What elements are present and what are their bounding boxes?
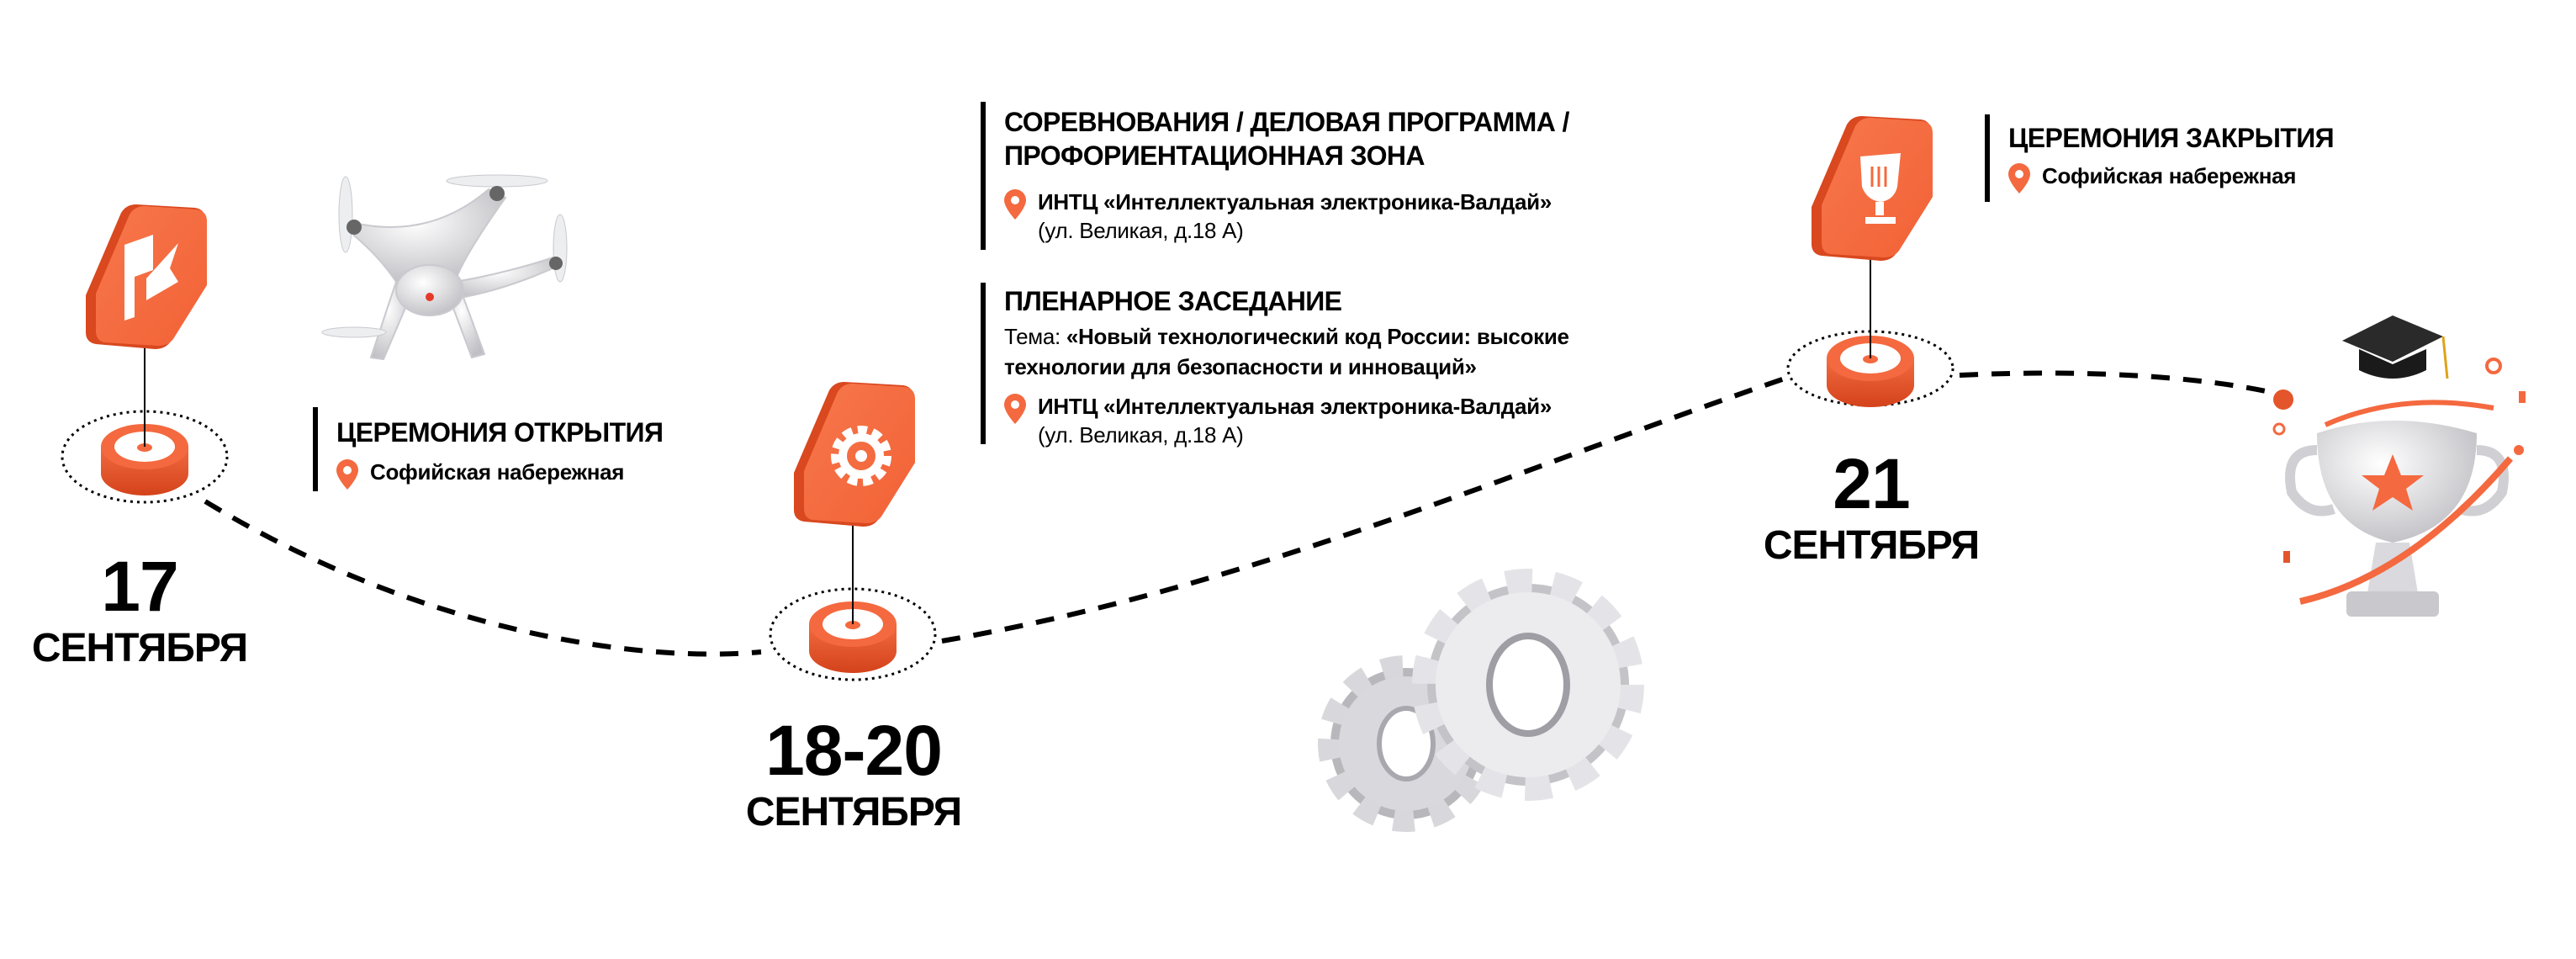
- gears-illustration: [1318, 569, 1644, 832]
- location-name: ИНТЦ «Интеллектуальная электроника-Валда…: [1038, 394, 1552, 419]
- milestone-pin-2: [769, 382, 937, 681]
- drone-illustration: [321, 174, 568, 361]
- flag-icon: [124, 235, 178, 321]
- event-closing: ЦЕРЕМОНИЯ ЗАКРЫТИЯ Софийская набережная: [1985, 114, 2335, 202]
- date-21: 21 СЕНТЯБРЯ: [1753, 448, 1989, 566]
- milestone-pin-1: [61, 204, 229, 504]
- trophy-icon: [1860, 153, 1901, 224]
- location-pin-icon: [2008, 163, 2030, 193]
- date-18-20: 18-20 СЕНТЯБРЯ: [732, 715, 976, 833]
- date-day: 21: [1833, 444, 1910, 523]
- location-pin-icon: [1004, 394, 1026, 424]
- event-title-line1: СОРЕВНОВАНИЯ / ДЕЛОВАЯ ПРОГРАММА /: [1004, 107, 1569, 137]
- event-opening: ЦЕРЕМОНИЯ ОТКРЫТИЯ Софийская набережная: [313, 407, 664, 491]
- event-title: ЦЕРЕМОНИЯ ЗАКРЫТИЯ: [2008, 123, 2335, 153]
- trophy-illustration: [2272, 315, 2526, 617]
- event-location: ИНТЦ «Интеллектуальная электроника-Валда…: [1004, 188, 1569, 245]
- theme-label: Тема:: [1004, 324, 1066, 349]
- event-location: Софийская набережная: [2008, 162, 2334, 193]
- location-name: Софийская набережная: [370, 459, 625, 485]
- event-title: ПЛЕНАРНОЕ ЗАСЕДАНИЕ: [1004, 286, 1342, 316]
- date-month: СЕНТЯБРЯ: [1763, 523, 1980, 568]
- date-month: СЕНТЯБРЯ: [31, 626, 248, 670]
- location-pin-icon: [1004, 189, 1026, 220]
- event-title: ЦЕРЕМОНИЯ ОТКРЫТИЯ: [336, 417, 664, 448]
- event-location: Софийская набережная: [336, 458, 663, 490]
- event-title-line2: ПРОФОРИЕНТАЦИОННАЯ ЗОНА: [1004, 140, 1425, 171]
- gear-icon: [831, 426, 891, 486]
- location-name: ИНТЦ «Интеллектуальная электроника-Валда…: [1038, 189, 1552, 215]
- event-theme: Тема: «Новый технологический код России:…: [1004, 321, 1569, 382]
- location-address: (ул. Великая, д.18 А): [1038, 422, 1244, 448]
- location-pin-icon: [336, 459, 358, 490]
- date-month: СЕНТЯБРЯ: [745, 790, 962, 834]
- location-name: Софийская набережная: [2042, 163, 2297, 188]
- date-17: 17 СЕНТЯБРЯ: [30, 551, 249, 669]
- theme-line2: технологии для безопасности и инноваций»: [1004, 354, 1477, 379]
- event-competitions: СОРЕВНОВАНИЯ / ДЕЛОВАЯ ПРОГРАММА / ПРОФО…: [981, 102, 1569, 250]
- event-location: ИНТЦ «Интеллектуальная электроника-Валда…: [1004, 392, 1569, 449]
- milestone-pin-3: [1786, 116, 1954, 407]
- date-day: 18-20: [765, 711, 943, 790]
- theme-line1: «Новый технологический код России: высок…: [1066, 324, 1569, 349]
- date-day: 17: [101, 547, 178, 626]
- event-plenary: ПЛЕНАРНОЕ ЗАСЕДАНИЕ Тема: «Новый техноло…: [981, 283, 1569, 448]
- location-address: (ул. Великая, д.18 А): [1038, 218, 1244, 243]
